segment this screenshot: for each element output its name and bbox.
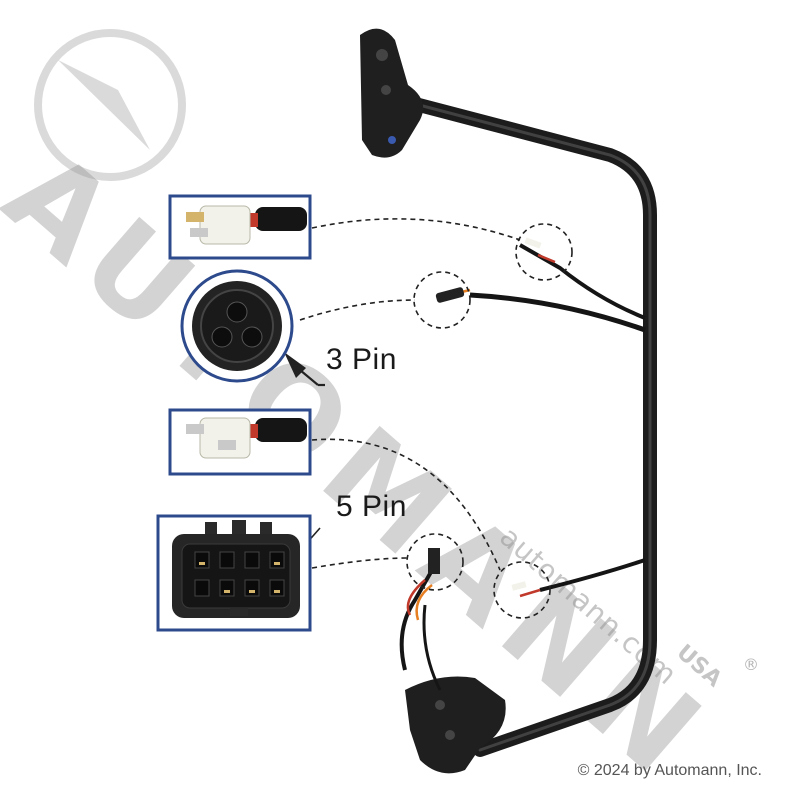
detail-circle-3pin — [413, 271, 471, 329]
three-pin-label: 3 Pin — [326, 343, 397, 376]
detail-circle-lower — [493, 561, 551, 619]
five-pin-label: 5 Pin — [336, 490, 407, 523]
watermark-registered: ® — [743, 655, 759, 674]
inset-two-pin-plug-bottom — [168, 408, 312, 476]
bottom-mount-bracket — [405, 676, 506, 774]
inset-two-pin-plug-top — [168, 194, 312, 260]
inset-three-pin-connector — [180, 269, 294, 383]
detail-circle-5pin — [406, 533, 464, 591]
top-mount-bracket — [360, 28, 424, 158]
detail-circle-upper — [515, 223, 573, 281]
pointer-arrow-icon — [284, 352, 306, 378]
inset-five-pin-connector — [156, 514, 312, 632]
copyright-notice: © 2024 by Automann, Inc. — [577, 762, 762, 779]
